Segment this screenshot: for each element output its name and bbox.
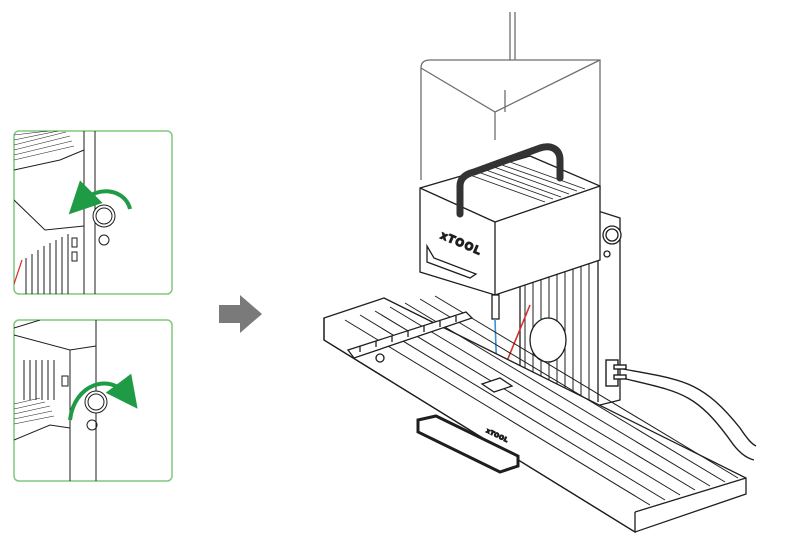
workpiece xyxy=(480,377,514,393)
arrow-right-icon xyxy=(219,295,262,333)
ruler xyxy=(346,311,474,363)
carry-handle xyxy=(456,143,564,218)
base-slats xyxy=(344,295,739,506)
top-vent xyxy=(469,161,586,203)
protective-cover xyxy=(420,12,601,190)
adjustment-knob xyxy=(84,390,108,431)
rotate-clockwise-icon xyxy=(68,373,138,421)
hatch-pattern xyxy=(14,131,75,161)
hatch-pattern xyxy=(14,397,55,425)
vent-slats xyxy=(25,234,69,294)
detail-panel-bottom xyxy=(13,319,173,482)
vent-slats xyxy=(23,360,55,400)
laser-head: xTOOL xyxy=(419,143,601,320)
detail-panel-top xyxy=(13,130,173,295)
laser-engraver-machine: xTOOL xyxy=(323,12,757,534)
base-platform: xTOOL xyxy=(323,295,747,534)
base-handle xyxy=(416,414,520,474)
cables xyxy=(605,359,757,461)
rotate-counterclockwise-icon xyxy=(68,180,132,215)
